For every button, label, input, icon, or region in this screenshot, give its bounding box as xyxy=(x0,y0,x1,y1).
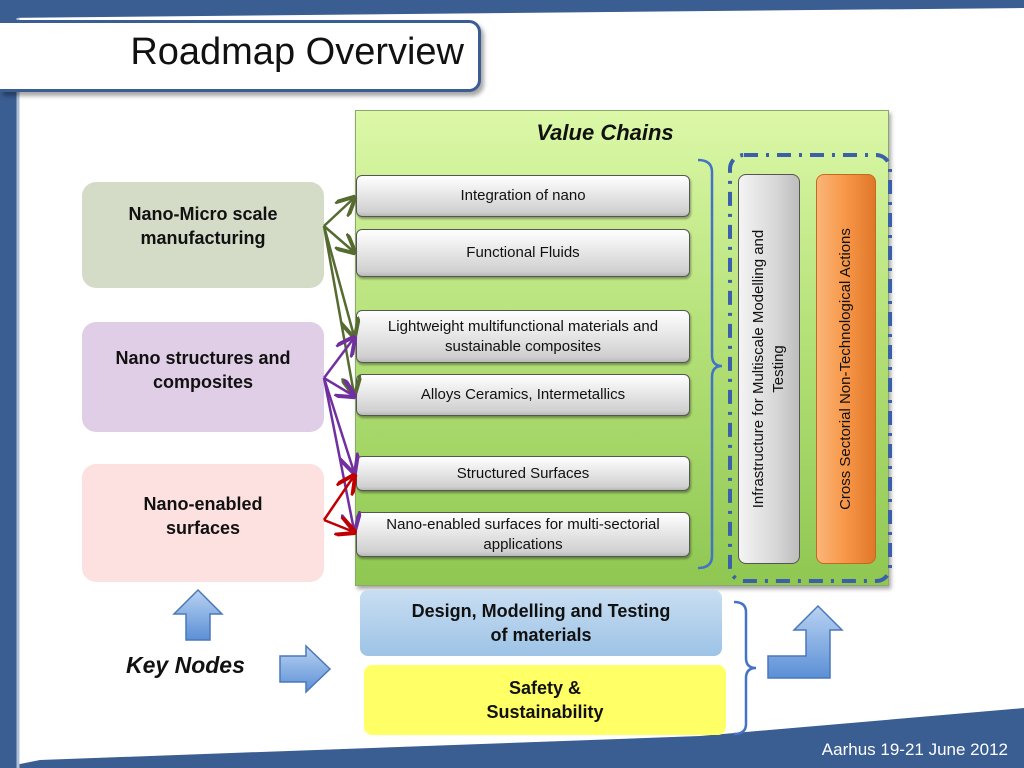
arrow-surfaces-to-structured-surfaces xyxy=(322,476,354,521)
safety-line2: Sustainability xyxy=(486,702,604,722)
node-label-line2: composites xyxy=(152,372,254,392)
title-banner: Roadmap Overview xyxy=(0,20,481,92)
arrow-structures-to-nano-surfaces xyxy=(322,377,354,530)
arrow-manufacturing-to-alloys xyxy=(322,225,354,394)
chain-functional-fluids: Functional Fluids xyxy=(356,229,690,277)
chains-bracket xyxy=(697,158,723,570)
red-arrows xyxy=(322,476,354,532)
arrow-structures-to-alloys xyxy=(323,376,354,396)
node-nano-micro-manufacturing: Nano-Micro scale manufacturing xyxy=(82,182,324,288)
chain-label: Lightweight multifunctional materials an… xyxy=(387,317,659,355)
design-modelling-box: Design, Modelling and Testing of materia… xyxy=(360,590,722,656)
purple-arrows xyxy=(322,338,354,530)
safety-line1: Safety & xyxy=(508,678,582,698)
arrow-structures-to-structured-surfaces xyxy=(322,377,354,472)
design-line2: of materials xyxy=(490,625,592,645)
design-line1: Design, Modelling and Testing xyxy=(411,601,671,621)
up-arrow-icon xyxy=(172,588,224,641)
cross-sectorial-bar: Cross Sectorial Non-Technological Action… xyxy=(816,174,876,564)
node-label-line1: Nano-Micro scale xyxy=(128,204,278,224)
arrow-manufacturing-to-fluids xyxy=(323,225,354,252)
node-label-line2: manufacturing xyxy=(140,228,266,248)
chain-alloys-ceramics: Alloys Ceramics, Intermetallics xyxy=(356,374,690,416)
green-arrows xyxy=(322,198,354,394)
chain-integration-of-nano: Integration of nano xyxy=(356,175,690,217)
arrow-manufacturing-to-integration xyxy=(323,198,354,227)
infrastructure-bar: Infrastructure for Multiscale Modelling … xyxy=(738,174,800,564)
chain-nano-enabled-surfaces: Nano-enabled surfaces for multi-sectoria… xyxy=(356,512,690,557)
chain-label: Integration of nano xyxy=(460,187,586,204)
safety-sustainability-box: Safety & Sustainability xyxy=(364,665,726,735)
page-title: Roadmap Overview xyxy=(130,31,464,73)
node-nano-structures-composites: Nano structures and composites xyxy=(82,322,324,432)
arrow-structures-to-lightweight xyxy=(323,338,354,379)
footer-date: Aarhus 19-21 June 2012 xyxy=(821,740,1008,759)
corner-up-arrow-icon xyxy=(767,604,844,679)
arrow-manufacturing-to-lightweight xyxy=(322,225,354,336)
chain-structured-surfaces: Structured Surfaces xyxy=(356,456,690,491)
right-arrow-icon xyxy=(279,644,332,694)
value-chains-title: Value Chains xyxy=(536,120,674,145)
node-label-line1: Nano structures and xyxy=(115,348,291,368)
key-nodes-label: Key Nodes xyxy=(126,652,245,678)
arrow-surfaces-to-nano-surfaces xyxy=(323,520,354,532)
bottom-bracket xyxy=(733,600,757,736)
chain-label: Functional Fluids xyxy=(466,244,580,261)
node-label-line2: surfaces xyxy=(165,518,241,538)
dash-dot-frame xyxy=(728,153,892,583)
chain-label: Nano-enabled surfaces for multi-sectoria… xyxy=(386,515,660,553)
chain-lightweight-materials: Lightweight multifunctional materials an… xyxy=(356,310,690,363)
chain-label: Alloys Ceramics, Intermetallics xyxy=(420,386,626,403)
chain-label: Structured Surfaces xyxy=(456,464,590,482)
node-nano-enabled-surfaces: Nano-enabled surfaces xyxy=(82,464,324,582)
node-label-line1: Nano-enabled xyxy=(143,494,263,514)
